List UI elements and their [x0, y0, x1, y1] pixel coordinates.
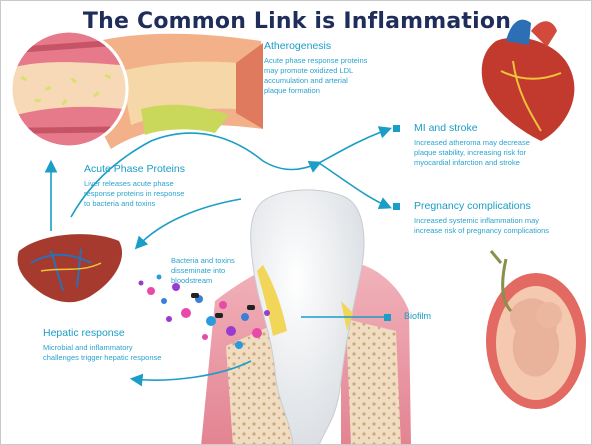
- pregnancy-marker: [393, 203, 400, 210]
- page-title: The Common Link is Inflammation: [1, 9, 592, 34]
- mi-stroke-heading: MI and stroke: [414, 122, 478, 135]
- biofilm-label: Biofilm: [404, 311, 431, 321]
- acute-phase-line: to bacteria and toxins: [84, 199, 184, 209]
- atherogenesis-line: plaque formation: [264, 86, 367, 96]
- atherogenesis-line: may promote oxidized LDL: [264, 66, 367, 76]
- bacteria-line: bloodstream: [171, 276, 235, 286]
- hepatic-text: Microbial and inflammatory challenges tr…: [43, 343, 161, 363]
- acute-phase-heading: Acute Phase Proteins: [84, 163, 185, 176]
- atherogenesis-heading: Atherogenesis: [264, 40, 331, 53]
- liver-illustration: [18, 234, 122, 302]
- bacteria-line: disseminate into: [171, 266, 235, 276]
- heart-illustration: [482, 20, 575, 141]
- acute-phase-text: Liver releases acute phase response prot…: [84, 179, 184, 209]
- bacteria-text: Bacteria and toxins disseminate into blo…: [171, 256, 235, 286]
- hepatic-heading: Hepatic response: [43, 327, 125, 340]
- pregnancy-heading: Pregnancy complications: [414, 200, 531, 213]
- atherogenesis-line: accumulation and arterial: [264, 76, 367, 86]
- mi-stroke-marker: [393, 125, 400, 132]
- hepatic-line: Microbial and inflammatory: [43, 343, 161, 353]
- pregnancy-line: Increased systemic inflammation may: [414, 216, 549, 226]
- atherogenesis-text: Acute phase response proteins may promot…: [264, 56, 367, 96]
- womb-illustration: [486, 251, 586, 409]
- pregnancy-line: increase risk of pregnancy complications: [414, 226, 549, 236]
- mi-stroke-line: Increased atheroma may decrease: [414, 138, 530, 148]
- bacteria-line: Bacteria and toxins: [171, 256, 235, 266]
- pregnancy-text: Increased systemic inflammation may incr…: [414, 216, 549, 236]
- acute-phase-line: Liver releases acute phase: [84, 179, 184, 189]
- mi-stroke-text: Increased atheroma may decrease plaque s…: [414, 138, 530, 168]
- acute-phase-line: response proteins in response: [84, 189, 184, 199]
- mi-stroke-line: plaque stability, increasing risk for: [414, 148, 530, 158]
- mi-stroke-line: myocardial infarction and stroke: [414, 158, 530, 168]
- atherogenesis-line: Acute phase response proteins: [264, 56, 367, 66]
- hepatic-line: challenges trigger hepatic response: [43, 353, 161, 363]
- biofilm-marker: [384, 314, 391, 321]
